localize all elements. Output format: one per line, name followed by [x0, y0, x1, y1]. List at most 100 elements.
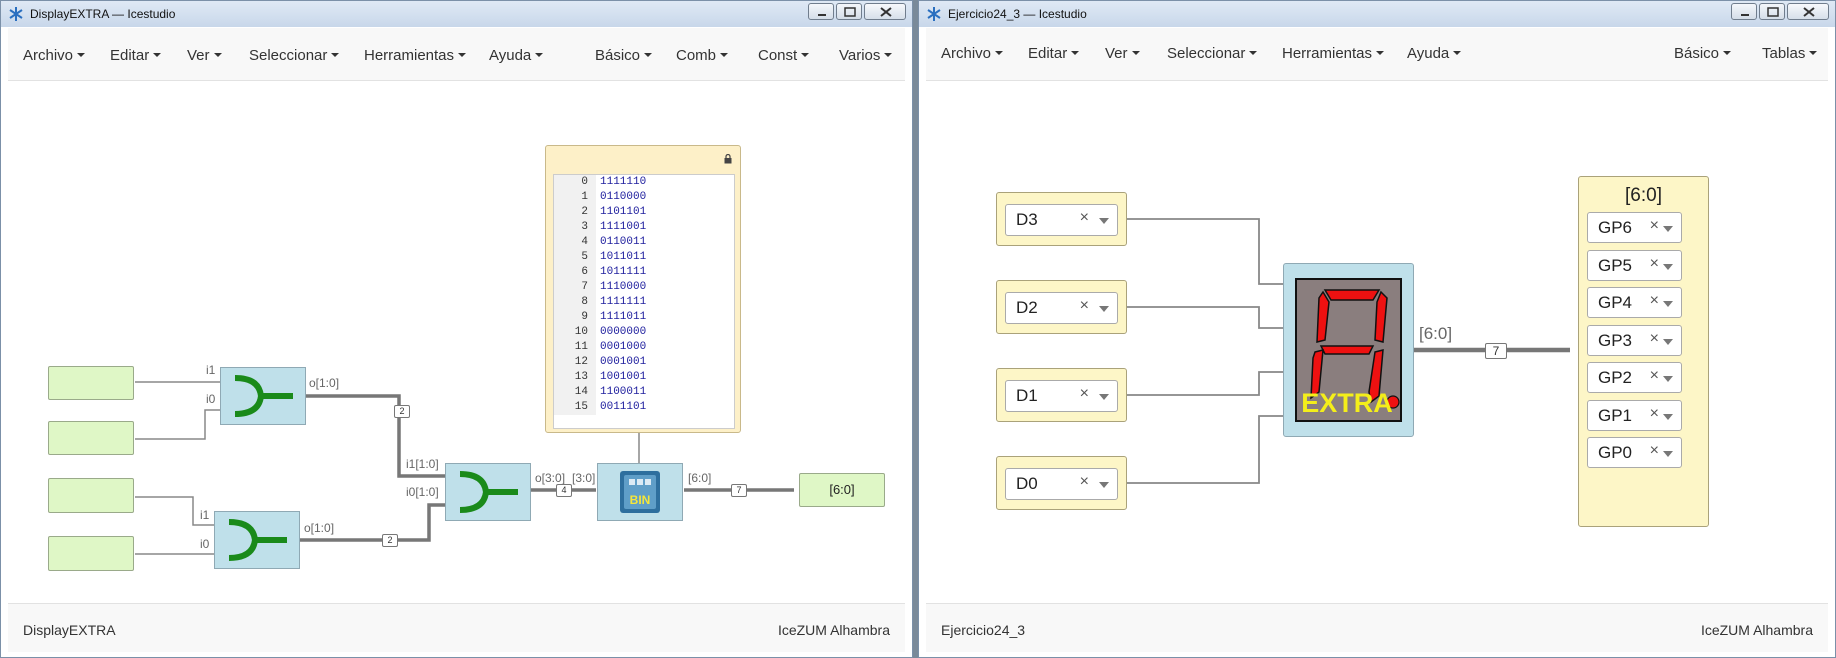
input-block-d3[interactable]: D3 ×: [996, 192, 1127, 246]
seven-segment-block[interactable]: EXTRA: [1283, 263, 1414, 437]
output-pin[interactable]: [6:0]: [799, 473, 885, 507]
memory-address: 2: [554, 205, 596, 220]
input-pin[interactable]: [48, 366, 134, 400]
close-button[interactable]: [1787, 3, 1829, 20]
pin-select[interactable]: GP4×: [1587, 287, 1682, 318]
menu-ayuda[interactable]: Ayuda: [489, 47, 544, 64]
pin-select[interactable]: GP2×: [1587, 362, 1682, 393]
menu-seleccionar[interactable]: Seleccionar: [249, 47, 340, 64]
chevron-down-icon[interactable]: [1663, 226, 1673, 232]
left-titlebar[interactable]: DisplayEXTRA — Icestudio: [1, 1, 912, 27]
board-name[interactable]: IceZUM Alhambra: [777, 622, 890, 638]
menu-archivo[interactable]: Archivo: [23, 47, 86, 64]
pin-select[interactable]: GP6×: [1587, 212, 1682, 243]
lock-icon[interactable]: [724, 154, 732, 164]
menu-tablas[interactable]: Tablas: [1762, 45, 1818, 62]
menu-basico[interactable]: Básico: [595, 47, 653, 64]
maximize-button[interactable]: [836, 3, 862, 20]
maximize-button[interactable]: [1759, 3, 1785, 20]
project-name: Ejercicio24_3: [941, 622, 1026, 638]
left-design-canvas[interactable]: i1 i0 o[1:0] i1 i0 o[1:0] i1[1:0] i0[1:0…: [8, 81, 905, 603]
menu-ver[interactable]: Ver: [187, 47, 222, 64]
chevron-down-icon[interactable]: [1663, 263, 1673, 270]
input-pin[interactable]: [48, 478, 134, 513]
left-statusbar: DisplayEXTRA IceZUM Alhambra: [8, 603, 905, 652]
chevron-down-icon[interactable]: [1663, 301, 1673, 307]
clear-icon[interactable]: ×: [1079, 385, 1089, 402]
chevron-down-icon[interactable]: [1663, 413, 1673, 420]
bus-join-block[interactable]: [445, 463, 531, 521]
input-pin[interactable]: [48, 536, 134, 571]
input-pin[interactable]: [48, 421, 134, 455]
close-button[interactable]: [864, 3, 906, 20]
board-name[interactable]: IceZUM Alhambra: [1700, 622, 1813, 638]
clear-icon[interactable]: ×: [1079, 209, 1089, 226]
bus-width-tag: 2: [394, 405, 410, 418]
chevron-down-icon[interactable]: [1099, 218, 1109, 224]
caret-icon: [458, 53, 467, 57]
menu-ayuda[interactable]: Ayuda: [1407, 45, 1462, 62]
chevron-down-icon[interactable]: [1099, 306, 1109, 312]
input-block-d1[interactable]: D1 ×: [996, 368, 1127, 422]
input-block-d2[interactable]: D2 ×: [996, 280, 1127, 334]
pin-select-value: GP3: [1598, 330, 1633, 350]
right-design-canvas[interactable]: D3 × D2 × D1 × D0 ×: [926, 81, 1828, 603]
menu-varios[interactable]: Varios: [839, 47, 893, 64]
pin-select[interactable]: D0 ×: [1005, 468, 1118, 500]
minimize-button[interactable]: [1731, 3, 1757, 20]
clear-icon[interactable]: ×: [1649, 367, 1659, 384]
pin-select[interactable]: GP0×: [1587, 437, 1682, 468]
pin-select[interactable]: D2 ×: [1005, 292, 1118, 324]
chevron-down-icon[interactable]: [1099, 482, 1109, 488]
clear-icon[interactable]: ×: [1649, 217, 1659, 234]
menu-const[interactable]: Const: [758, 47, 810, 64]
bus-join-block[interactable]: [220, 367, 306, 425]
input-block-d0[interactable]: D0 ×: [996, 456, 1127, 510]
chevron-down-icon[interactable]: [1663, 451, 1673, 457]
clear-icon[interactable]: ×: [1649, 254, 1659, 272]
menu-comb[interactable]: Comb: [676, 47, 729, 64]
clear-icon[interactable]: ×: [1649, 329, 1659, 347]
chevron-down-icon[interactable]: [1663, 376, 1673, 382]
clear-icon[interactable]: ×: [1649, 442, 1659, 459]
menu-ver[interactable]: Ver: [1105, 45, 1140, 62]
pin-select[interactable]: D3 ×: [1005, 204, 1118, 236]
pin-select[interactable]: GP5 ×: [1587, 249, 1682, 281]
clear-icon[interactable]: ×: [1079, 297, 1089, 314]
menu-herramientas[interactable]: Herramientas: [1282, 45, 1385, 62]
menu-editar[interactable]: Editar: [110, 47, 162, 64]
menu-seleccionar[interactable]: Seleccionar: [1167, 45, 1258, 62]
clear-icon[interactable]: ×: [1649, 292, 1659, 309]
rom-icon: BIN: [620, 471, 660, 513]
right-titlebar[interactable]: Ejercicio24_3 — Icestudio: [919, 1, 1835, 27]
caret-icon: [535, 53, 544, 57]
clear-icon[interactable]: ×: [1079, 473, 1089, 490]
pin-select[interactable]: D1 ×: [1005, 380, 1118, 412]
clear-icon[interactable]: ×: [1649, 404, 1659, 422]
menu-editar[interactable]: Editar: [1028, 45, 1080, 62]
menu-archivo[interactable]: Archivo: [941, 45, 1004, 62]
caret-icon: [1809, 51, 1818, 55]
caret-icon: [213, 53, 222, 57]
port-label-o-bus: o[3:0]: [535, 471, 566, 485]
memory-address: 11: [554, 340, 596, 355]
menu-herramientas[interactable]: Herramientas: [364, 47, 467, 64]
memory-value: 0001001: [600, 356, 647, 368]
rom-block[interactable]: BIN: [597, 463, 683, 521]
chevron-down-icon[interactable]: [1663, 338, 1673, 345]
pin-select-value: GP5: [1598, 255, 1633, 275]
pin-select[interactable]: GP3 ×: [1587, 324, 1682, 356]
menu-label: Herramientas: [364, 47, 455, 64]
output-group-block[interactable]: [6:0] GP6×GP5×GP4×GP3×GP2×GP1×GP0×: [1578, 176, 1709, 527]
minimize-button[interactable]: [808, 3, 834, 20]
bus-join-block[interactable]: [214, 511, 300, 569]
menu-basico[interactable]: Básico: [1674, 45, 1732, 62]
pin-select[interactable]: GP1×: [1587, 399, 1682, 431]
memory-value: 1001001: [600, 371, 647, 383]
chevron-down-icon[interactable]: [1099, 394, 1109, 400]
